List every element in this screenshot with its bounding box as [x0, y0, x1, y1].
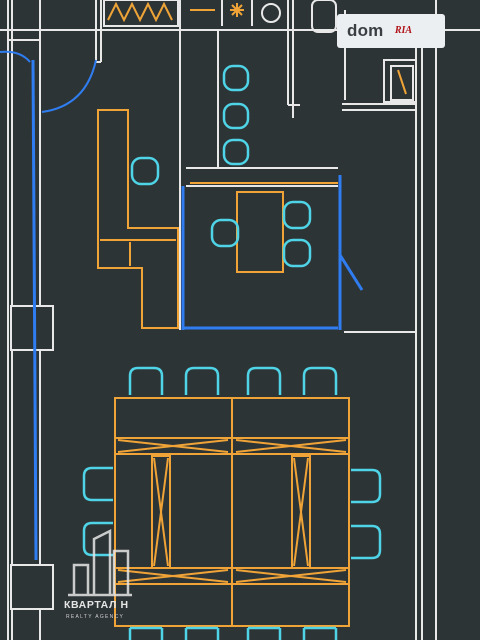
top-fixtures — [103, 0, 417, 103]
chair — [128, 626, 164, 640]
structural-columns — [10, 305, 54, 610]
chair — [128, 366, 164, 395]
chair — [82, 466, 113, 502]
glass-partitions — [0, 50, 364, 561]
chair — [246, 366, 282, 395]
chair — [130, 156, 160, 186]
listing-site-logo: dom RIA — [337, 14, 445, 48]
chair — [282, 238, 312, 268]
chair — [302, 366, 338, 395]
chair — [82, 521, 113, 557]
agency-logo-icon — [68, 528, 132, 597]
brand-mark: RIA — [394, 25, 413, 36]
chair — [351, 524, 382, 560]
chair — [210, 218, 240, 248]
chair — [351, 468, 382, 504]
chair — [184, 626, 220, 640]
agency-tagline: REALTY AGENCY — [66, 614, 125, 620]
chair — [184, 366, 220, 395]
chairs — [82, 64, 382, 640]
site-name: dom — [347, 21, 384, 40]
chair — [246, 626, 282, 640]
furniture-outlines — [97, 109, 350, 627]
chair — [222, 138, 250, 166]
chair — [222, 102, 250, 130]
chair — [222, 64, 250, 92]
chair — [282, 200, 312, 230]
chair — [302, 626, 338, 640]
agency-name: КВАРТАЛ Н — [64, 599, 129, 611]
